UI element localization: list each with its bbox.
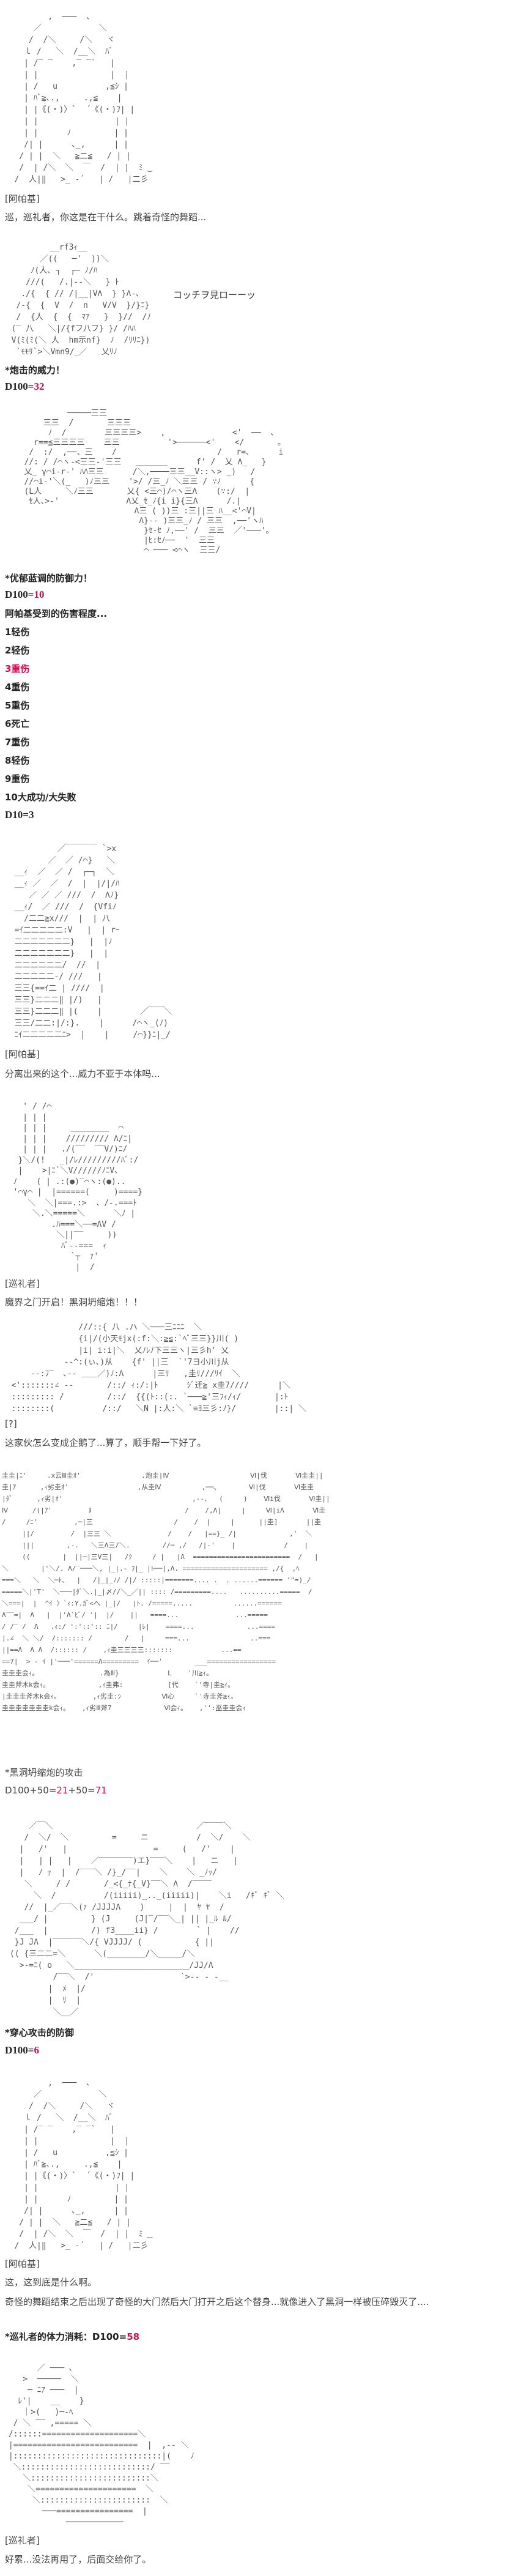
ascii-art-black-hole-cannon: ///::{ 八 .ハ ＼───三ﾆﾆﾆ ＼ {i|/(小天ﾓjx(:f:＼:≧…: [11, 1323, 306, 1413]
speaker-label: [阿帕基]: [5, 193, 40, 204]
damage-table-row: 5重伤: [5, 700, 30, 711]
dialogue-line: 魔界之门开启！黑洞坍缩炮！！！: [5, 1297, 143, 1308]
speaker-label: [阿帕基]: [5, 2258, 40, 2269]
dialogue-line: 这，这到底是什么啊。: [5, 2277, 97, 2288]
ascii-art-cannon-battle: ─────三三 三三 / 三三三 ﾉ / 三三三三> , <' ── ､ r==…: [24, 409, 284, 555]
roll-result: D100=6: [5, 2045, 39, 2056]
damage-table-row: 7重伤: [5, 737, 30, 748]
speaker-label: [巡礼者]: [5, 2535, 40, 2546]
ascii-art-apache-face: , ─── 、 ／ ＼ / /＼ /＼ ヾ ｌ / ＼ /__＼ ﾊﾞ | /‾…: [14, 2079, 152, 2250]
dialogue-line: 巡，巡礼者，你这是在干什么。跳着奇怪的舞蹈...: [5, 212, 207, 223]
ascii-art-apache-face: , ─── 、 ／ ＼ / /＼ /＼ ヾ ｌ / ＼ /__＼ ﾊﾞ | /‾…: [14, 12, 152, 184]
ascii-art-heart-attack: ／￣＼ ／‾‾‾‾＼ / ＼/ ＼ = ニ / ＼/ ＼ | /' | = ( …: [10, 1822, 284, 2017]
roll-value: 32: [34, 381, 45, 392]
speaker-label: [阿帕基]: [5, 1049, 40, 1060]
speaker-label: [?]: [5, 1418, 17, 1429]
ascii-art-sword-figure: ／￣￣￣￣ `>x ／ ／ /⌒} ＼ __ｨ ／ ／ / ┌─┐ ＼ __ｨ …: [14, 844, 172, 1040]
damage-table-title: 阿帕基受到的伤害程度...: [5, 608, 108, 619]
roll-heading: *穿心攻击的防御: [5, 2027, 74, 2038]
dialogue-line: 奇怪的舞蹈结束之后出现了奇怪的大门然后大门打开之后这个替身...就像进入了黑洞一…: [5, 2296, 429, 2307]
damage-table-row: 9重伤: [5, 773, 30, 784]
damage-table-row: 4重伤: [5, 682, 30, 693]
roll-modifier: +50=: [68, 1785, 95, 1796]
roll-result: D100=32: [5, 381, 44, 392]
dialogue-line: 分离出来的这个...威力不亚于本体吗...: [5, 1068, 160, 1079]
roll-result: D100+50=21+50=71: [5, 1785, 107, 1796]
speaker-label: [巡礼者]: [5, 1278, 40, 1289]
roll-prefix: D100=: [5, 589, 34, 600]
damage-table-row: 1轻伤: [5, 627, 30, 638]
roll-prefix: D100=: [5, 381, 34, 392]
roll-prefix: D100=: [5, 2044, 34, 2056]
ascii-art-dancing-pilgrim: __rf3ｨ__ ／(( ─' ))＼ ﾉ(人､ ┐ ┌─ ﾉ/ﾊ ///( /…: [11, 243, 151, 357]
roll-heading: *黑洞坍缩炮的攻击: [5, 1767, 83, 1778]
ascii-art-tired-pilgrim: ／ ─── ､ > ───── ＼ ─ ﾆｱ ─── | ﾚ'| __ } ｜>…: [8, 2364, 194, 2527]
roll-prefix: D100+50=: [5, 1785, 57, 1796]
roll-result: *巡礼者的体力消耗：D100=58: [5, 2331, 139, 2342]
damage-table-row: 2轻伤: [5, 645, 30, 656]
damage-table-row-selected: 3重伤: [5, 663, 30, 674]
roll-heading: *优郁蓝调的防御力！: [5, 573, 92, 584]
roll-prefix: *巡礼者的体力消耗：D100=: [5, 2331, 127, 2342]
damage-table-row: 6死亡: [5, 718, 30, 729]
damage-table-row: 10大成功/大失败: [5, 792, 76, 803]
dialogue-line: 这家伙怎么变成企鹅了...算了，顺手帮一下好了。: [5, 1437, 207, 1448]
ascii-art-stand: ' / /⌒ | | | | | | ________ ⌒ | | | ////…: [13, 1102, 142, 1272]
roll-total: 71: [95, 1785, 107, 1796]
roll-value: 6: [34, 2044, 39, 2056]
ascii-art-gate-scene: 圭圭|ﾆ' .x云Ⅲ圭ｵ' .炮圭|Ⅳ Ⅵ|伐 Ⅵ圭圭|| 圭|ｱ ,ｨ劣圭ｵ'…: [2, 1472, 330, 1712]
roll-heading: *炮击的威力！: [5, 365, 65, 376]
ascii-art-caption: コッチヲ見ローーッ: [173, 289, 256, 300]
roll-value: 58: [127, 2331, 140, 2342]
roll-result: D100=10: [5, 589, 44, 600]
roll-value: 21: [56, 1785, 68, 1796]
roll-value: 10: [34, 589, 45, 600]
damage-table-row: 8轻伤: [5, 755, 30, 766]
dialogue-line: 好累...没法再用了，后面交给你了。: [5, 2554, 152, 2565]
roll-result: D10=3: [5, 809, 34, 821]
